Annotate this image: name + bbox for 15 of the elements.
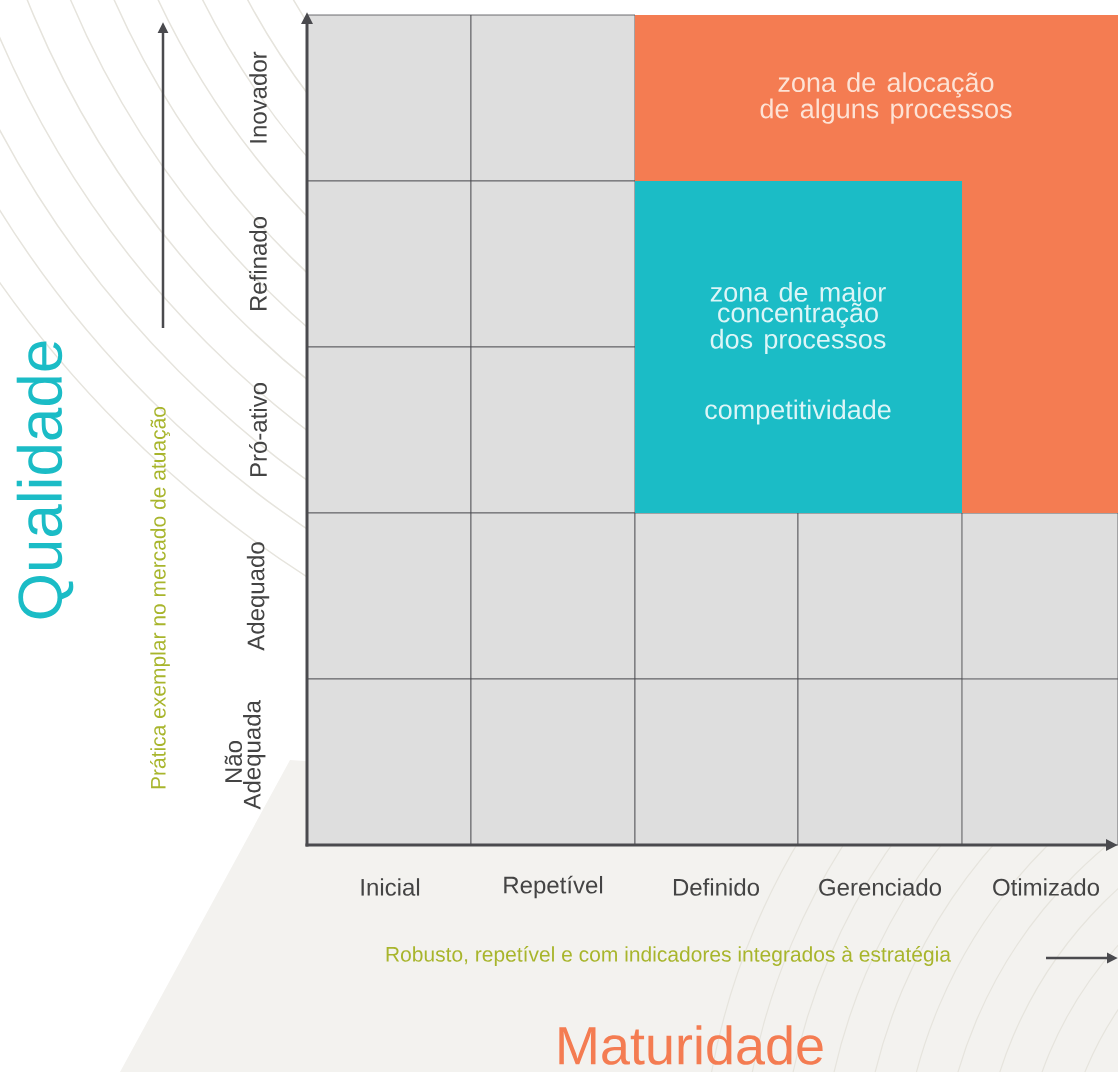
- row-label: Refinado: [249, 217, 267, 311]
- row-label: Inovador: [249, 51, 267, 143]
- column-label: Definido: [673, 878, 759, 896]
- axis-caption: Prática exemplar no mercado de atuação: [150, 406, 170, 789]
- zone-area: zona de maior concentração dos processos competitividade: [635, 181, 962, 513]
- axis-title: Qualidade: [16, 341, 74, 619]
- axis-title: Maturidade: [559, 1025, 823, 1065]
- column-label: Repetível: [504, 875, 603, 899]
- axis-caption: Robusto, repetível e com indicadores integrados à estratégia: [386, 946, 951, 966]
- row-label: Pró-ativo: [249, 383, 267, 477]
- column-label: Otimizado: [993, 878, 1099, 896]
- column-label: Inicial: [361, 878, 420, 896]
- row-label: Adequado: [246, 542, 270, 651]
- column-label: Gerenciado: [819, 878, 942, 896]
- row-label: Não Adequada: [224, 700, 266, 810]
